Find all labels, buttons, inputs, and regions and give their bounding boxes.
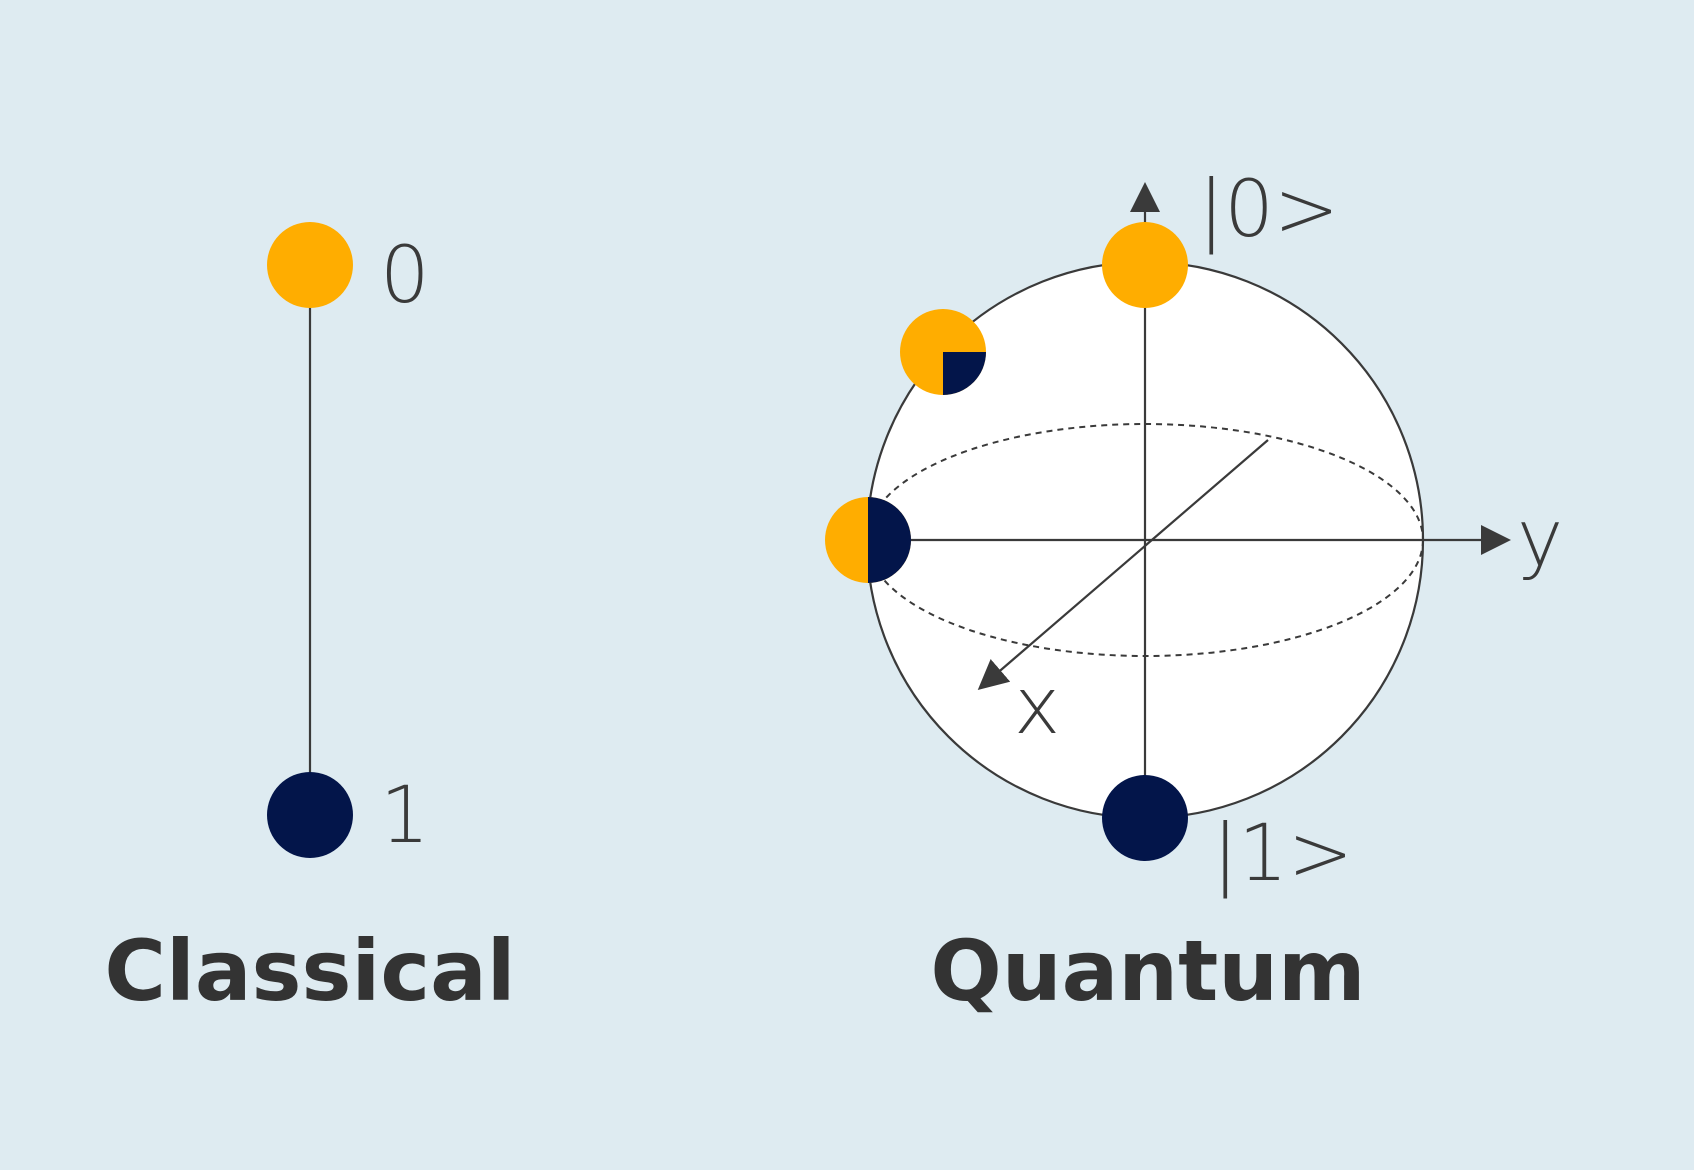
x-axis-line <box>977 439 1269 690</box>
classical-one-dot <box>267 772 353 858</box>
quantum-caption: Quantum <box>930 922 1365 1020</box>
classical-zero-label: 0 <box>380 231 430 321</box>
classical-zero-dot <box>267 222 353 308</box>
superposition-quarter-dot <box>900 309 986 395</box>
superposition-half-dot <box>825 497 911 583</box>
ket-zero-label: |0> <box>1198 165 1339 255</box>
classical-bit-panel: 0 1 Classical <box>104 222 516 1020</box>
quantum-bit-panel: |0> |1> y x Quantum <box>825 165 1563 1020</box>
quantum-one-dot <box>1102 775 1188 861</box>
classical-one-label: 1 <box>380 771 430 861</box>
x-axis-label: x <box>1014 662 1060 752</box>
quantum-zero-dot <box>1102 222 1188 308</box>
ket-one-label: |1> <box>1212 809 1353 899</box>
classical-caption: Classical <box>104 922 515 1020</box>
y-axis-label: y <box>1517 494 1563 584</box>
